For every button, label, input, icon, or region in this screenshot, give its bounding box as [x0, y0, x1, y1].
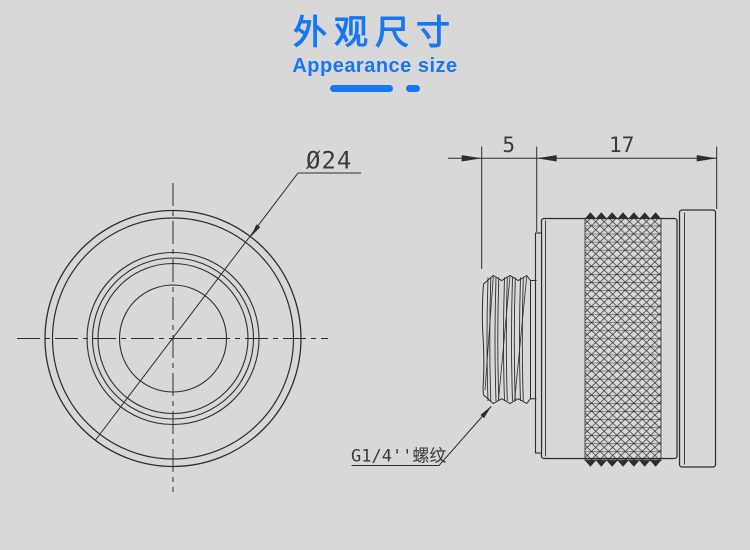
knurl-bottom-teeth	[585, 460, 661, 467]
thread-label: G1/4''螺纹	[351, 447, 446, 467]
diameter-label: Ø24	[306, 147, 352, 175]
thread-outline	[481, 274, 531, 405]
dim-value-17: 17	[609, 133, 634, 157]
page-subtitle: Appearance size	[292, 55, 458, 78]
front-view: Ø24	[17, 147, 361, 492]
page-header: 外观尺寸 Appearance size	[0, 0, 750, 93]
dim-arrow-left-icon	[536, 155, 557, 162]
thread-leader-line	[351, 406, 492, 466]
underline-dot-icon	[406, 85, 420, 93]
middle-circle-2	[91, 257, 255, 420]
thread-flange	[534, 232, 543, 454]
thread-callout: G1/4''螺纹	[351, 406, 492, 467]
thread-arrowhead-icon	[480, 406, 492, 419]
thread-to-flange-connectors	[530, 280, 537, 400]
middle-circle-3	[97, 262, 249, 415]
dim-arrow-right-icon	[461, 155, 482, 162]
outer-circle-inner-edge	[51, 217, 295, 460]
thread-crest-lines	[486, 277, 524, 402]
knurl-top-teeth	[585, 212, 661, 219]
dim-value-5: 5	[502, 133, 515, 157]
diameter-leader-line	[95, 172, 361, 441]
title-underline	[0, 85, 750, 93]
thread-section	[481, 274, 537, 405]
bore-circle	[118, 284, 228, 393]
outer-circle	[44, 209, 302, 468]
side-view: 5 17	[351, 133, 718, 468]
end-cap	[678, 209, 717, 468]
dim-arrow-right2-icon	[696, 155, 717, 162]
underline-bar-icon	[330, 85, 393, 93]
knurl-section	[584, 212, 662, 467]
thread-helix-lines	[484, 276, 528, 402]
diameter-arrowhead-icon	[250, 224, 261, 237]
dimension-lines: 5 17	[448, 133, 718, 269]
page-title: 外观尺寸	[293, 14, 457, 52]
knurl-texture	[584, 218, 662, 461]
middle-circle-1	[86, 251, 260, 426]
